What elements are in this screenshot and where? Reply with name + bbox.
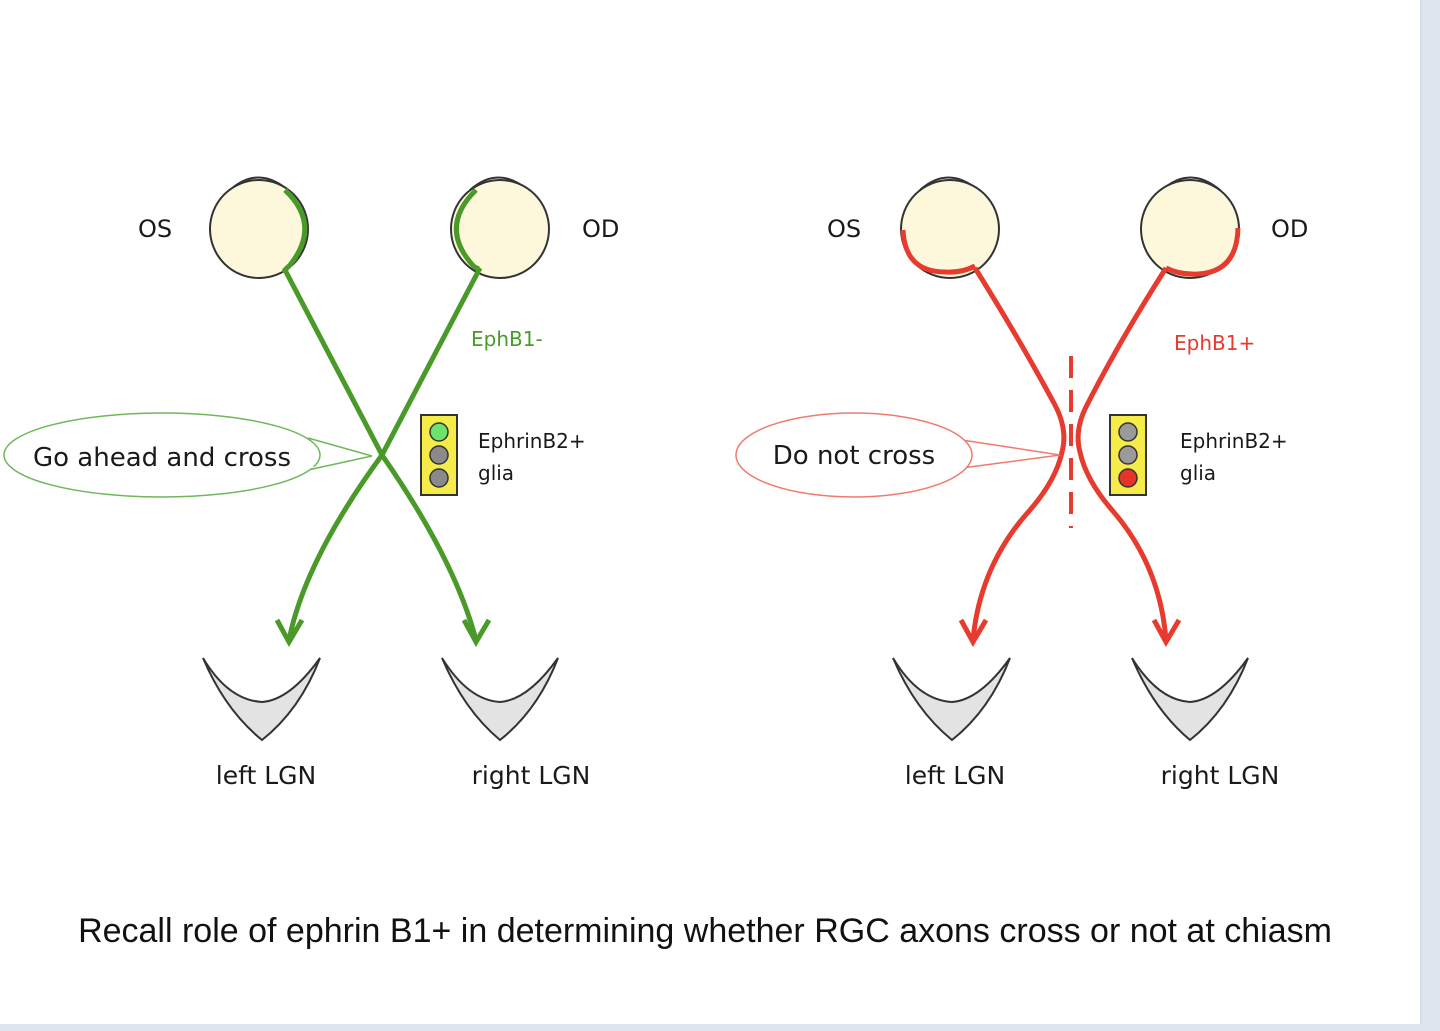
axon-od-ipsilateral — [1075, 266, 1169, 641]
lgn-left-shape — [202, 657, 321, 742]
glia-label-line2: glia — [478, 461, 514, 485]
panel-crossing: OS OD EphB1- EphrinB2+ glia Go ahead and… — [3, 176, 619, 790]
traffic-light-green — [420, 414, 458, 496]
eye-od — [450, 176, 550, 279]
lgn-label-left: left LGN — [905, 761, 1005, 790]
axon-os-ipsilateral — [970, 266, 1067, 641]
arrowhead-right — [461, 618, 492, 648]
eye-label-od: OD — [1271, 215, 1308, 243]
lgn-left-shape — [892, 657, 1011, 742]
glia-label-line2: glia — [1180, 461, 1216, 485]
eye-label-os: OS — [138, 215, 172, 243]
eye-od — [1140, 176, 1241, 279]
bubble-text: Go ahead and cross — [33, 443, 291, 473]
axon-od-to-left — [286, 266, 483, 641]
speech-bubble-cross — [3, 412, 373, 498]
eye-label-od: OD — [582, 215, 619, 243]
lgn-label-right: right LGN — [1161, 761, 1280, 790]
glia-label-line1: EphrinB2+ — [478, 429, 586, 453]
lgn-label-right: right LGN — [472, 761, 591, 790]
traffic-light-red — [1109, 414, 1147, 496]
speech-bubble-no-cross — [735, 412, 1061, 498]
panel-non-crossing: OS OD EphB1+ EphrinB2+ glia Do not cross… — [735, 176, 1308, 790]
eye-os — [209, 176, 309, 279]
lgn-right-shape — [1131, 657, 1249, 742]
slide-caption: Recall role of ephrin B1+ in determining… — [78, 912, 1332, 950]
axon-os-to-right — [282, 268, 479, 641]
eye-os — [900, 176, 1000, 279]
glia-label-line1: EphrinB2+ — [1180, 429, 1288, 453]
lgn-right-shape — [441, 657, 559, 742]
receptor-label-ephb1-minus: EphB1- — [471, 327, 543, 351]
lgn-label-left: left LGN — [216, 761, 316, 790]
arrowhead-right — [1151, 618, 1182, 648]
eye-label-os: OS — [827, 215, 861, 243]
arrowhead-left — [958, 618, 989, 648]
receptor-label-ephb1-plus: EphB1+ — [1174, 331, 1255, 355]
bubble-text: Do not cross — [773, 441, 935, 471]
chiasm-diagram: OS OD EphB1- EphrinB2+ glia Go ahead and… — [3, 176, 1308, 790]
arrowhead-left — [274, 618, 305, 648]
